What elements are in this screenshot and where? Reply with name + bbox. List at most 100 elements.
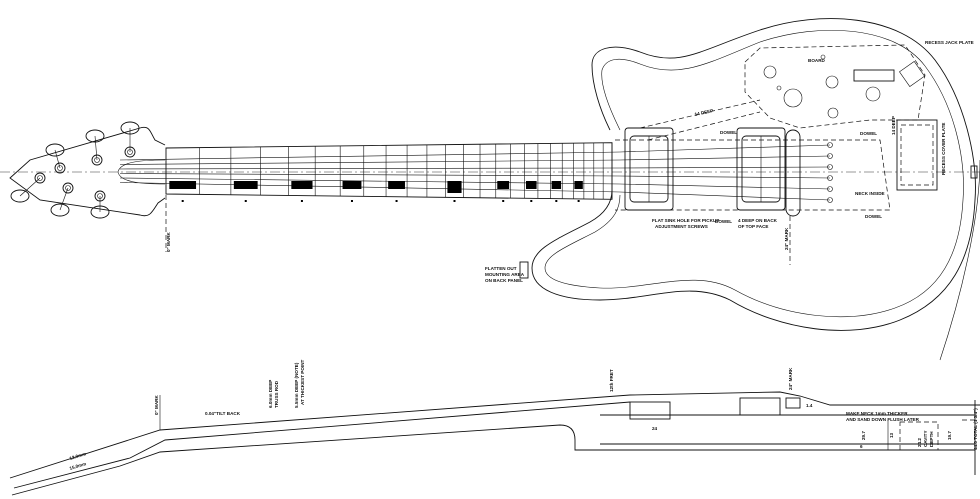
label-board: BOARD xyxy=(808,58,826,63)
side-dot xyxy=(350,200,353,202)
fret-inlay xyxy=(233,181,258,189)
side-dot xyxy=(453,200,456,202)
tuner-key xyxy=(45,143,65,157)
side-dot xyxy=(395,200,398,202)
tuner-post-inner xyxy=(65,185,71,191)
label-cavity: 24.2 xyxy=(917,438,922,447)
tuner-post-inner xyxy=(37,175,43,181)
tuner-key xyxy=(50,203,70,217)
side-bridge-pickup xyxy=(739,397,781,416)
label-14-deep: 14 DEEP xyxy=(891,116,896,135)
fret-inlay xyxy=(574,181,583,189)
label-neck-inside: NECK INSIDE xyxy=(855,191,885,196)
string xyxy=(619,183,831,190)
side-dot xyxy=(555,200,558,202)
tuner-post xyxy=(54,162,66,174)
label-12mm: 12.0mm xyxy=(69,451,87,461)
side-neck-pickup xyxy=(629,401,671,420)
truss-rod-cover xyxy=(117,159,166,185)
tuner-key xyxy=(85,129,105,143)
strap-button xyxy=(970,165,978,179)
cover-plate-recess xyxy=(900,124,934,186)
tuner-post xyxy=(62,182,74,194)
side-dot xyxy=(530,200,533,202)
strings xyxy=(119,142,833,203)
label-dowel: DOWEL xyxy=(720,130,737,135)
side-neck-back xyxy=(11,424,975,496)
label-dowel: DOWEL xyxy=(715,219,732,224)
string xyxy=(619,191,831,201)
string xyxy=(119,167,621,170)
side-dot xyxy=(244,200,247,202)
tuner-shaft xyxy=(94,135,98,161)
headstock xyxy=(9,126,166,217)
pot-knob xyxy=(865,86,881,102)
label-dim: 24 xyxy=(652,426,658,431)
jack-plate xyxy=(899,61,925,87)
fret-inlay xyxy=(525,181,537,189)
tuners xyxy=(10,121,140,219)
bridge-pickup-ring xyxy=(736,127,786,211)
side-view: 0" MARK 0.04"TILT BACK 6.0mm DEEP TRUSS … xyxy=(9,359,980,496)
label-cavity-3: DEPTH xyxy=(929,431,934,447)
string-ferrule xyxy=(827,164,833,170)
fret-inlay xyxy=(551,181,562,189)
label-truss-rod: 6.0mm DEEP xyxy=(268,380,273,408)
side-dot xyxy=(502,200,505,202)
string xyxy=(119,177,621,185)
label-zero-mark-side: 0" MARK xyxy=(154,395,159,415)
string-ferrule xyxy=(827,186,833,192)
label-dim: 6 xyxy=(860,444,863,449)
fret-inlay xyxy=(388,181,405,189)
string xyxy=(619,155,831,161)
label-24-mark: 24" MARK xyxy=(784,227,789,250)
label-flatten-3: ON BACK PANEL xyxy=(485,278,523,283)
tuner-post xyxy=(91,154,103,166)
label-dowel: DOWEL xyxy=(865,214,882,219)
pot-knob xyxy=(783,88,803,108)
label-dowel: DOWEL xyxy=(860,131,877,136)
fret-inlay xyxy=(342,181,362,189)
label-15mm: 15.0mm xyxy=(69,461,87,471)
control-cavity xyxy=(744,44,926,129)
bridge xyxy=(785,129,801,217)
neck-pickup-ring xyxy=(624,127,674,211)
label-thickest: 5.5mm DEEP (NOTE) xyxy=(294,362,299,408)
body-edge-arc xyxy=(939,159,980,361)
side-dot xyxy=(300,200,303,202)
label-deep-back: 4 DEEP ON BACK xyxy=(738,218,778,223)
label-make-neck: MAKE NECK 1mm THICKER xyxy=(846,411,908,416)
string xyxy=(119,151,621,161)
string xyxy=(619,166,831,169)
label-recess-cover-plate: RECESS COVER PLATE xyxy=(941,123,946,176)
label-total: 44.0 TOTAL (1 3/4") xyxy=(973,408,978,450)
string xyxy=(619,144,831,153)
string-ferrule xyxy=(827,153,833,159)
label-thickest-2: AT THICKEST POINT xyxy=(300,359,305,405)
string xyxy=(119,182,621,193)
cover-plate xyxy=(896,119,938,191)
body-outline xyxy=(531,18,976,331)
string-ferrule xyxy=(827,197,833,203)
side-bridge xyxy=(785,397,801,409)
tuner-post-inner xyxy=(57,165,63,171)
tuner-post xyxy=(34,172,46,184)
label-14-deep: 14 DEEP xyxy=(694,108,714,117)
label-zero-mark: 0" MARK xyxy=(166,232,171,252)
tuner-shaft xyxy=(54,149,61,169)
switch-plate xyxy=(853,69,895,82)
tuner-shaft xyxy=(59,187,69,211)
label-flat-sink: FLAT SINK HOLE FOR PICKUP xyxy=(652,218,719,223)
tuner-shaft xyxy=(19,177,41,197)
string xyxy=(119,173,621,177)
pot-knob xyxy=(825,75,839,89)
label-dim: 19.7 xyxy=(947,431,952,440)
label-dim: 29.7 xyxy=(861,431,866,440)
fret-inlay xyxy=(497,181,510,189)
screw-icon xyxy=(776,85,782,91)
label-dim: 1.4 xyxy=(806,403,813,408)
label-cavity-2: CAVITY xyxy=(923,430,928,447)
wire-channel xyxy=(639,99,761,141)
string-ferrule xyxy=(827,175,833,181)
